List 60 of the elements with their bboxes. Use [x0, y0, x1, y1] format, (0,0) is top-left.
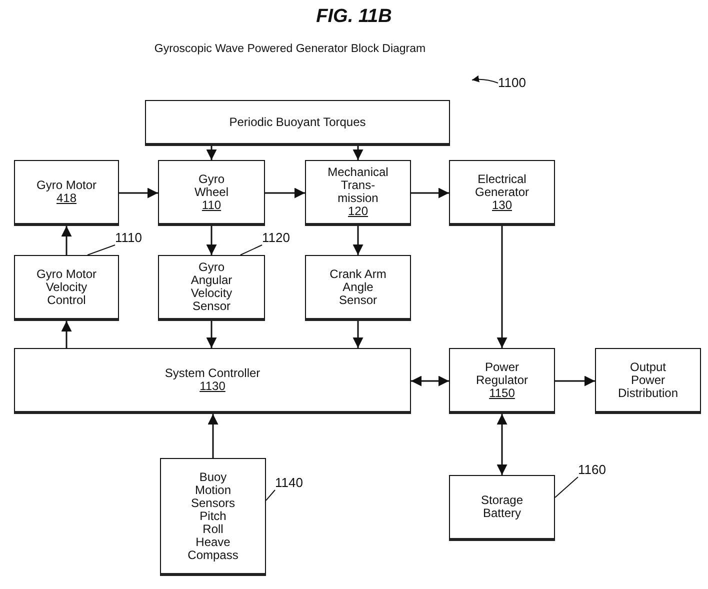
leader-line [266, 490, 276, 501]
leader-line [240, 244, 262, 256]
block [305, 160, 411, 226]
block [158, 255, 265, 321]
leader-line [554, 476, 578, 498]
reference-numeral: 1110 [115, 231, 142, 245]
arrow [496, 414, 508, 475]
leader-line [87, 244, 116, 256]
reference-number: 110 [202, 198, 222, 212]
arrow [352, 226, 364, 255]
block-label: Gyro Angular Velocity Sensor [190, 261, 234, 313]
block-label: Output Power Distribution [616, 360, 680, 400]
reference-numeral: 1140 [275, 476, 303, 490]
arrow [555, 376, 595, 386]
reference-numeral: 1120 [262, 231, 290, 245]
reference-number: 418 [56, 192, 77, 205]
block-label: Power Regulator [474, 360, 530, 386]
block [449, 160, 555, 226]
arrow [208, 414, 218, 458]
block-label: Buoy Motion Sensors Pitch Roll Heave Compass [186, 470, 240, 562]
block [145, 100, 450, 146]
reference-number: 120 [348, 205, 368, 218]
block-label: System Controller [164, 367, 260, 380]
reference-arrow [472, 76, 498, 84]
arrow [61, 321, 72, 348]
block-label: Gyro Motor Velocity Control [35, 268, 98, 306]
arrow [496, 226, 508, 348]
arrow [206, 146, 217, 160]
arrow [119, 188, 158, 198]
arrow [411, 188, 449, 198]
arrow [352, 146, 364, 160]
arrow [61, 226, 72, 255]
block-label: Storage Battery [480, 494, 524, 520]
reference-numeral: 1100 [498, 76, 526, 90]
block-label: Electrical Generator [474, 172, 530, 198]
block-label: Crank Arm Angle Sensor [328, 268, 388, 306]
figure-title: FIG. 11B [315, 6, 393, 28]
block [14, 160, 119, 226]
block [158, 160, 265, 226]
block-label: Mechanical Trans- mission [326, 166, 390, 205]
block [595, 348, 701, 414]
reference-numeral: 1160 [578, 463, 606, 477]
arrow [352, 321, 364, 348]
reference-number: 1130 [200, 380, 226, 393]
block-label: Gyro Motor [36, 179, 96, 192]
block [449, 475, 555, 541]
arrow [265, 188, 305, 198]
block [449, 348, 555, 414]
reference-number: 130 [492, 198, 512, 212]
arrow [411, 376, 449, 386]
arrow [206, 226, 217, 255]
block-label: Gyro Wheel [193, 172, 230, 198]
block [305, 255, 411, 321]
arrow [206, 321, 217, 348]
block [160, 458, 266, 576]
block [14, 255, 119, 321]
diagram-heading: Gyroscopic Wave Powered Generator Block Diagram [153, 43, 427, 56]
block-label: Periodic Buoyant Torques [229, 116, 366, 128]
block [14, 348, 411, 414]
reference-number: 1150 [489, 386, 515, 400]
